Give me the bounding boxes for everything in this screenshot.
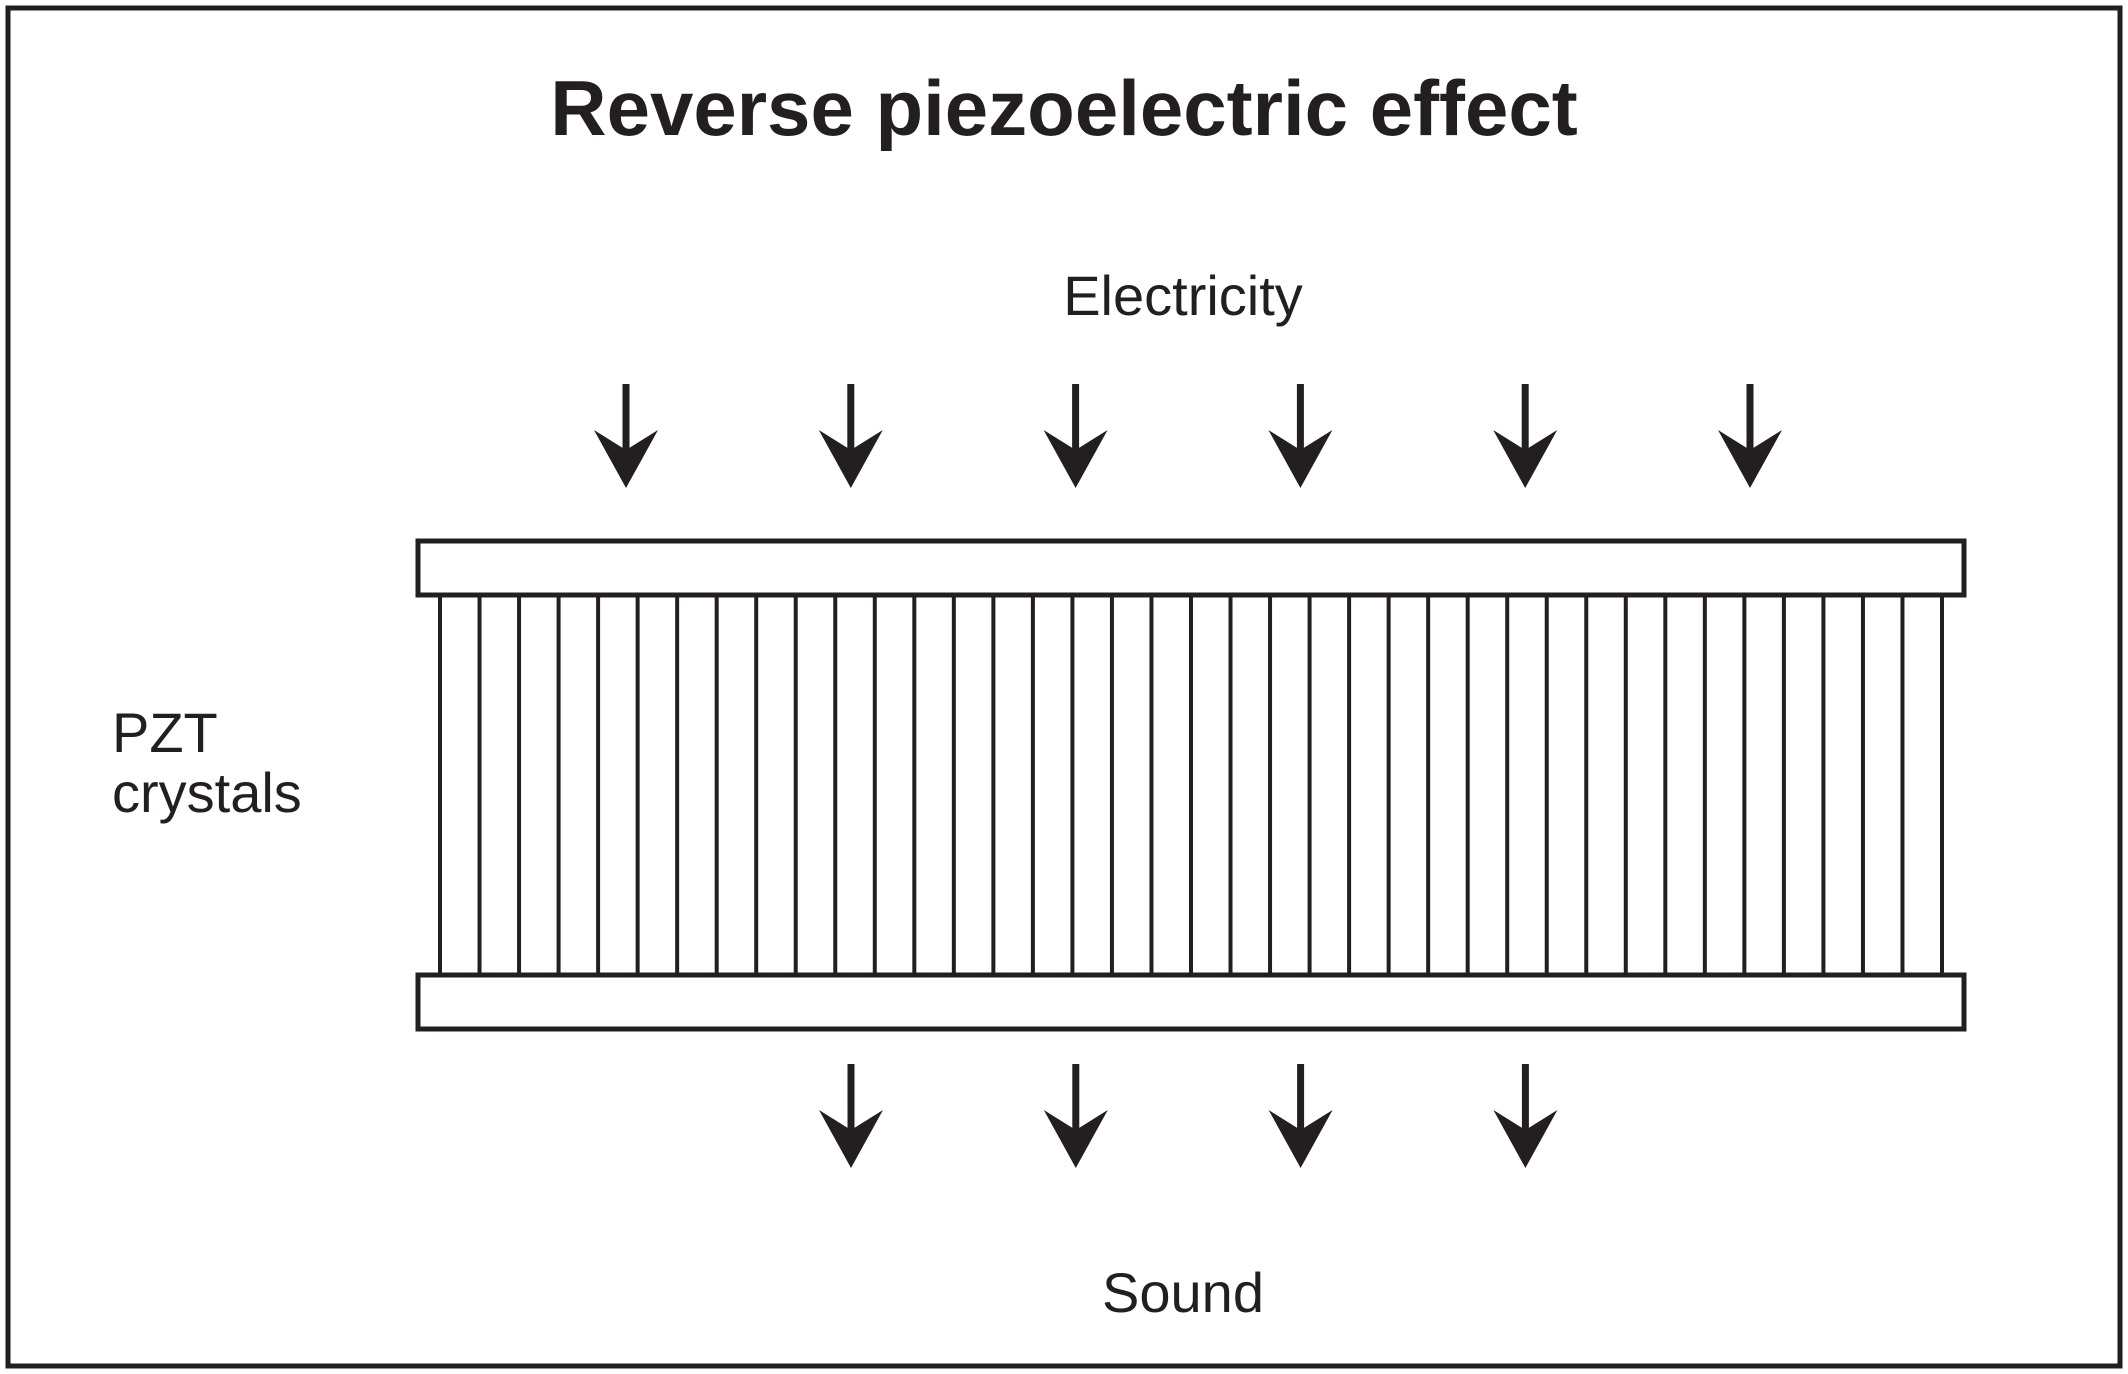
sound-arrow-2 xyxy=(1043,1064,1108,1168)
electricity-arrow-1 xyxy=(594,384,658,488)
diagram-title: Reverse piezoelectric effect xyxy=(550,64,1578,152)
input-arrows xyxy=(594,384,1782,488)
pzt-label-line1: PZT xyxy=(112,701,218,764)
bottom-electrode-plate xyxy=(415,972,1967,1032)
output-arrows xyxy=(819,1064,1558,1168)
sound-arrow-3 xyxy=(1268,1064,1333,1168)
electricity-label: Electricity xyxy=(1063,264,1303,327)
electricity-arrow-4 xyxy=(1268,384,1333,488)
sound-arrow-1 xyxy=(819,1064,883,1168)
electricity-arrow-5 xyxy=(1493,384,1558,488)
pzt-crystal-array xyxy=(438,595,1944,975)
electricity-arrow-2 xyxy=(818,384,883,488)
electricity-arrow-3 xyxy=(1043,384,1108,488)
pzt-label-line2: crystals xyxy=(112,761,302,824)
diagram-border xyxy=(5,5,2123,1369)
electricity-arrow-6 xyxy=(1718,384,1782,488)
top-electrode-plate xyxy=(415,538,1967,598)
sound-label: Sound xyxy=(1102,1261,1264,1324)
sound-arrow-4 xyxy=(1493,1064,1558,1168)
